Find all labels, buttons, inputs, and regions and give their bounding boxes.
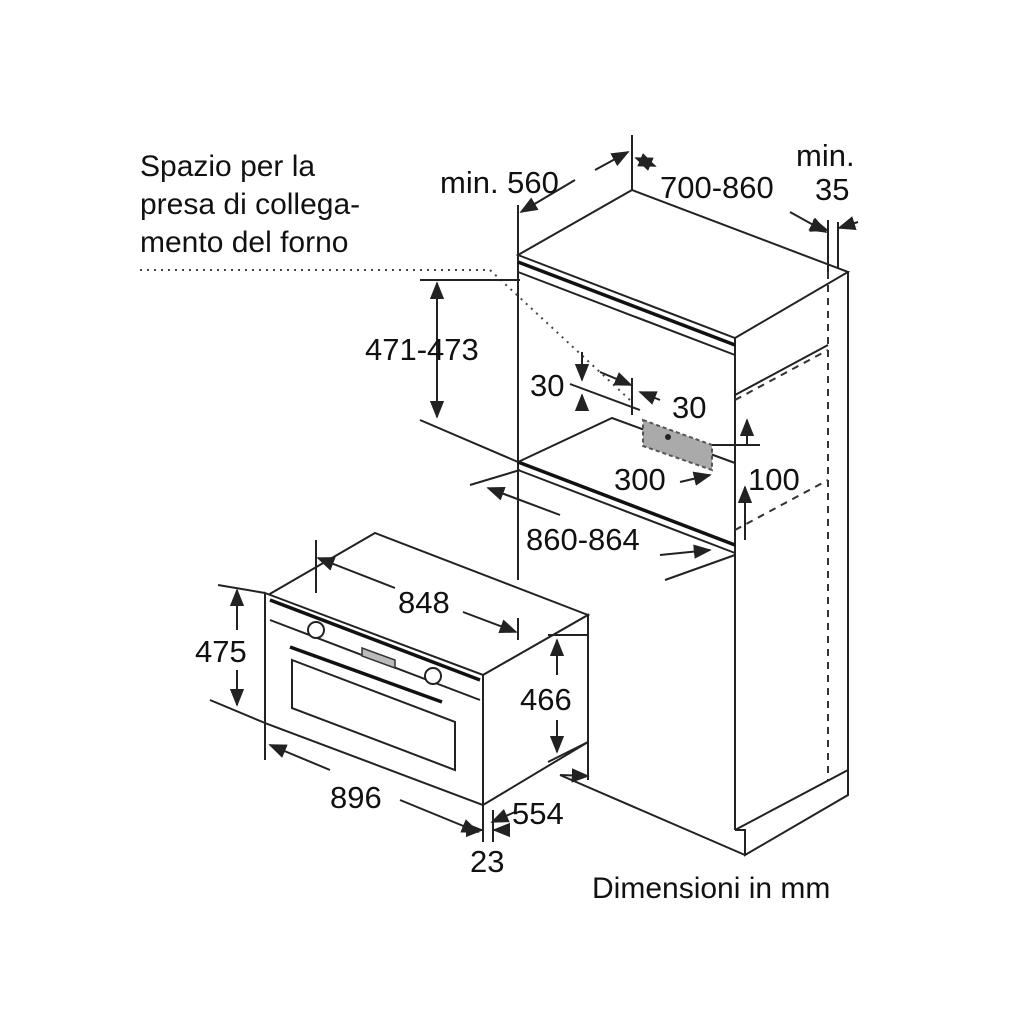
note-line-1: Spazio per la — [140, 150, 315, 183]
dim-554: 554 — [512, 796, 564, 831]
oven — [264, 531, 591, 807]
dim-100: 100 — [748, 462, 800, 497]
dim-848: 848 — [398, 585, 450, 620]
dim-35: 35 — [815, 172, 849, 207]
oven-window — [291, 658, 456, 772]
dim-896: 896 — [330, 780, 382, 815]
dim-475: 475 — [195, 634, 247, 669]
socket-leader-line — [140, 269, 631, 401]
niche-floor — [517, 460, 736, 547]
display-panel — [361, 646, 396, 670]
left-knob — [307, 621, 325, 639]
dimension-lines — [209, 135, 859, 842]
dim-30-horizontal: 30 — [672, 390, 706, 425]
door-handle — [289, 645, 443, 704]
dim-860-864: 860-864 — [526, 522, 640, 557]
note-line-3: mento del forno — [140, 226, 348, 259]
dim-30-vertical: 30 — [530, 368, 564, 403]
units-caption: Dimensioni in mm — [592, 872, 830, 905]
dim-300: 300 — [614, 462, 666, 497]
dim-min-label: min. — [796, 138, 855, 173]
note-line-2: presa di collega- — [140, 188, 360, 221]
socket-zone — [642, 418, 713, 472]
right-knob — [424, 667, 442, 685]
dim-min-560: min. 560 — [440, 165, 559, 200]
cabinet-top — [515, 188, 851, 340]
dim-23: 23 — [470, 844, 504, 879]
labels: Spazio per la presa di collega- mento de… — [140, 138, 855, 905]
dim-466: 466 — [520, 682, 572, 717]
cabinet — [140, 188, 851, 857]
dim-700-860: 700-860 — [660, 170, 774, 205]
dim-471-473: 471-473 — [365, 332, 479, 367]
